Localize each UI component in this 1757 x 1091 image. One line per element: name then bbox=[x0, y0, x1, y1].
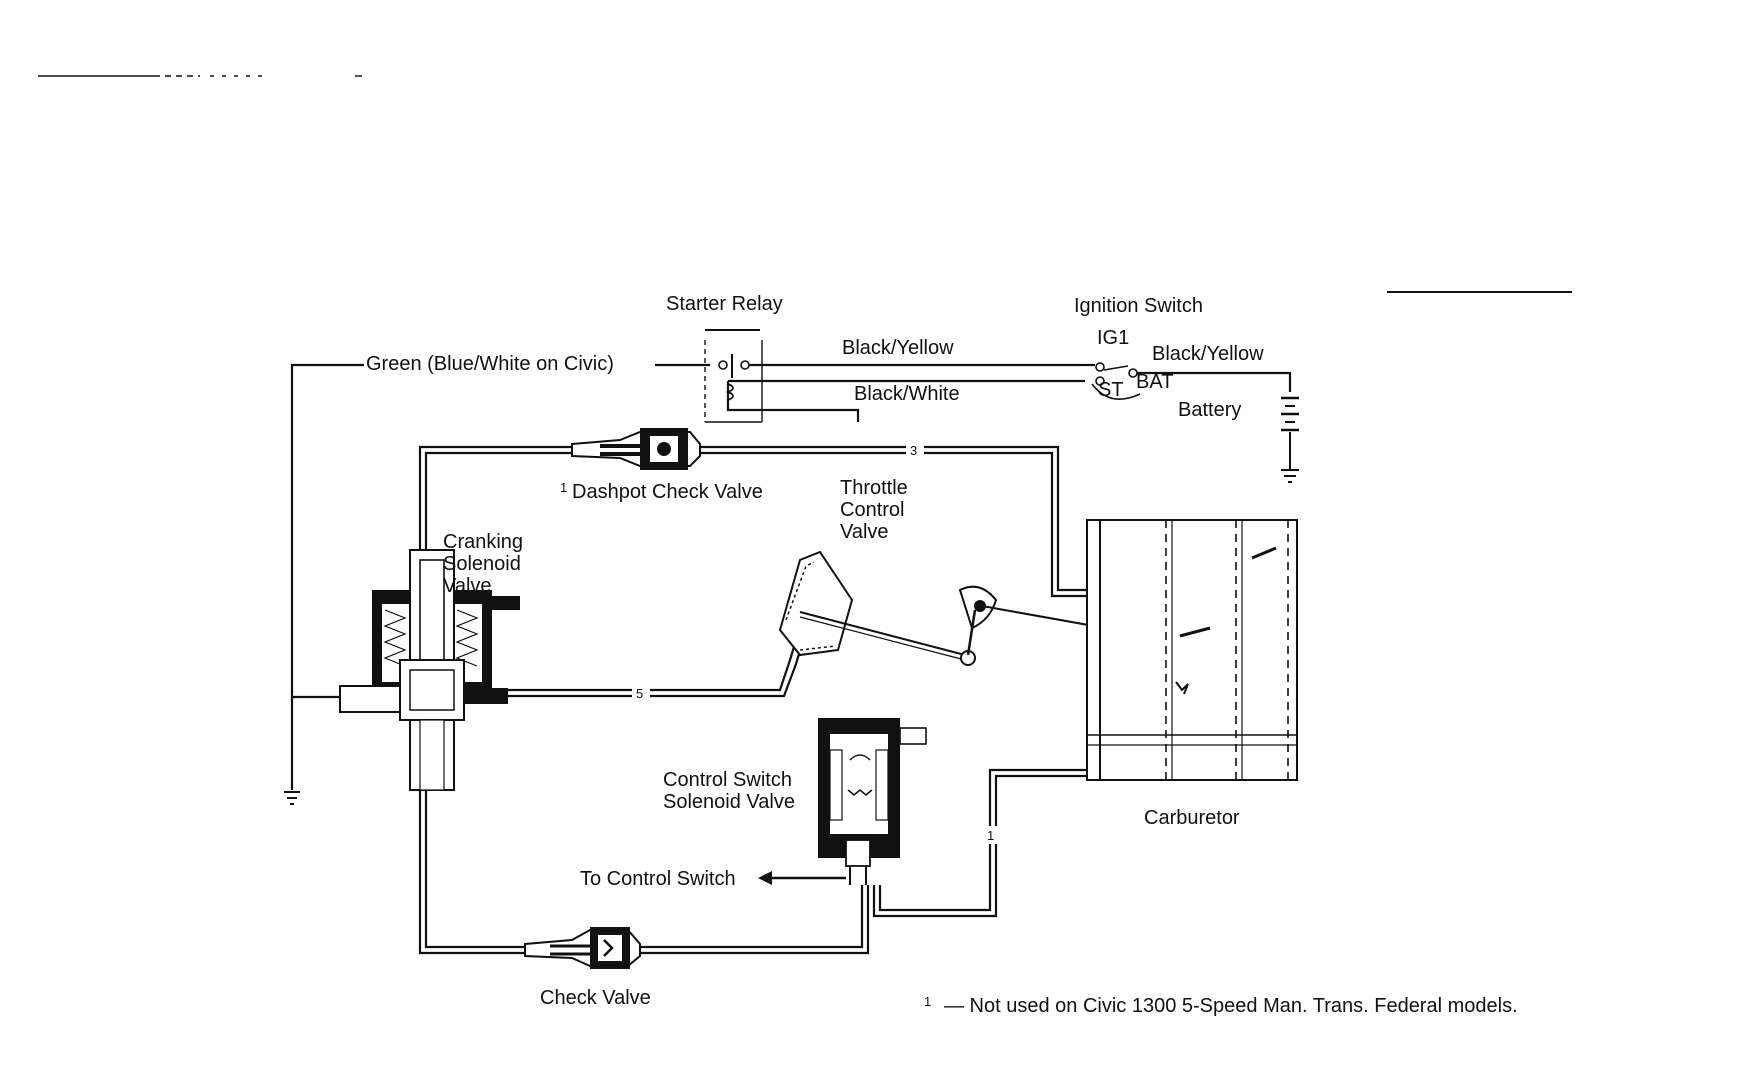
starter-relay-label: Starter Relay bbox=[666, 293, 783, 315]
dashpot-check-valve-label: Dashpot Check Valve bbox=[572, 481, 763, 503]
hose-1-label: 1 bbox=[987, 828, 994, 843]
dashpot-footnote-marker: 1 bbox=[560, 480, 567, 495]
cranking-solenoid-valve bbox=[339, 549, 520, 791]
cranking-label-line3: Valve bbox=[443, 575, 492, 597]
bat-label: BAT bbox=[1136, 371, 1173, 393]
throttle-label-line2: Control bbox=[840, 499, 904, 521]
black-white-wire-label: Black/White bbox=[854, 383, 960, 405]
ignition-switch-label: Ignition Switch bbox=[1074, 295, 1203, 317]
green-wire-label: Green (Blue/White on Civic) bbox=[366, 353, 614, 375]
hose-3-label: 3 bbox=[910, 443, 917, 458]
ig1-label: IG1 bbox=[1097, 327, 1129, 349]
carburetor-label: Carburetor bbox=[1144, 807, 1240, 829]
throttle-control-valve bbox=[778, 550, 1151, 666]
battery-symbol bbox=[1281, 396, 1299, 483]
footnote-marker: 1 bbox=[924, 994, 931, 1009]
control-switch-solenoid-valve bbox=[758, 718, 927, 885]
hose-5-label: 5 bbox=[636, 686, 643, 701]
starter-relay bbox=[704, 329, 763, 423]
hose-number-tags: 3 5 1 bbox=[632, 441, 1000, 844]
labels: Starter Relay Ignition Switch IG1 ST BAT… bbox=[366, 293, 1518, 1017]
carburetor bbox=[1086, 519, 1298, 781]
throttle-label-line1: Throttle bbox=[840, 477, 908, 499]
ignition-switch bbox=[1091, 362, 1292, 400]
black-yellow-battery-label: Black/Yellow bbox=[1152, 343, 1264, 365]
footnote-text: — Not used on Civic 1300 5-Speed Man. Tr… bbox=[944, 995, 1518, 1017]
cranking-label-line2: Solenoid bbox=[443, 553, 521, 575]
ground-symbol-left bbox=[284, 791, 300, 805]
black-yellow-wire-label: Black/Yellow bbox=[842, 337, 954, 359]
dashpot-check-valve bbox=[571, 428, 701, 470]
scan-marks bbox=[38, 75, 1572, 293]
wiring bbox=[284, 329, 1299, 805]
check-valve-label: Check Valve bbox=[540, 987, 651, 1009]
control-switch-label-line1: Control Switch bbox=[663, 769, 792, 791]
check-valve bbox=[524, 927, 641, 969]
st-label: ST bbox=[1098, 379, 1124, 401]
to-control-switch-label: To Control Switch bbox=[580, 868, 736, 890]
throttle-label-line3: Valve bbox=[840, 521, 889, 543]
control-switch-label-line2: Solenoid Valve bbox=[663, 791, 795, 813]
battery-label: Battery bbox=[1178, 399, 1241, 421]
cranking-label-line1: Cranking bbox=[443, 531, 523, 553]
